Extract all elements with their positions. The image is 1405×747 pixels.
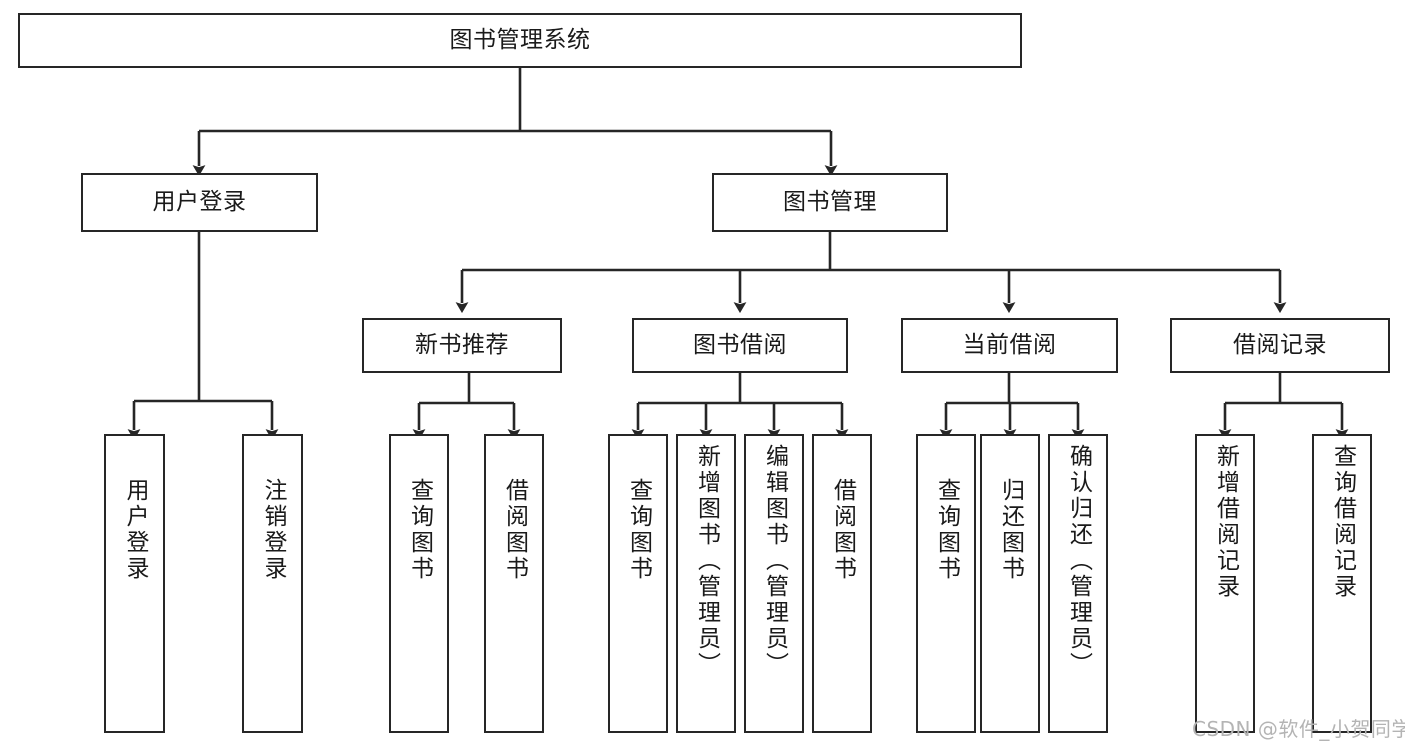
node-book-manage-label: 图书管理	[783, 188, 877, 215]
node-leaf-borrow-book-2[interactable]: 借阅图书	[812, 434, 872, 733]
node-current-borrow[interactable]: 当前借阅	[901, 318, 1118, 373]
node-leaf-query-book-3[interactable]: 查询图书	[916, 434, 976, 733]
node-leaf-borrow-book-1-label: 借阅图书	[501, 478, 528, 582]
node-leaf-borrow-book-1[interactable]: 借阅图书	[484, 434, 544, 733]
node-leaf-user-login-label: 用户登录	[122, 478, 148, 582]
node-leaf-add-record[interactable]: 新增借阅记录	[1195, 434, 1255, 733]
node-root[interactable]: 图书管理系统	[18, 13, 1022, 68]
node-new-book-rec[interactable]: 新书推荐	[362, 318, 562, 373]
node-user-login[interactable]: 用户登录	[81, 173, 318, 232]
node-leaf-return-book-label: 归还图书	[997, 478, 1024, 582]
node-root-label: 图书管理系统	[449, 26, 591, 53]
node-book-borrow-label: 图书借阅	[693, 331, 787, 358]
node-leaf-query-book-1-label: 查询图书	[406, 478, 433, 582]
node-leaf-return-book[interactable]: 归还图书	[980, 434, 1040, 733]
node-book-borrow[interactable]: 图书借阅	[632, 318, 848, 373]
node-leaf-query-book-2[interactable]: 查询图书	[608, 434, 668, 733]
node-borrow-record[interactable]: 借阅记录	[1170, 318, 1390, 373]
node-leaf-edit-book-label: 编辑图书（管理员）	[761, 444, 788, 678]
node-leaf-user-login[interactable]: 用户登录	[104, 434, 165, 733]
node-leaf-confirm-return-label: 确认归还（管理员）	[1065, 444, 1092, 678]
node-leaf-query-record[interactable]: 查询借阅记录	[1312, 434, 1372, 733]
node-leaf-add-book[interactable]: 新增图书（管理员）	[676, 434, 736, 733]
node-leaf-query-book-3-label: 查询图书	[933, 478, 960, 582]
node-leaf-query-book-2-label: 查询图书	[625, 478, 652, 582]
node-book-manage[interactable]: 图书管理	[712, 173, 948, 232]
node-borrow-record-label: 借阅记录	[1233, 331, 1327, 358]
node-leaf-logout[interactable]: 注销登录	[242, 434, 303, 733]
node-leaf-add-book-label: 新增图书（管理员）	[693, 444, 720, 678]
node-leaf-borrow-book-2-label: 借阅图书	[829, 478, 856, 582]
node-leaf-add-record-label: 新增借阅记录	[1212, 444, 1239, 600]
node-user-login-label: 用户登录	[152, 188, 247, 215]
node-new-book-rec-label: 新书推荐	[415, 331, 509, 358]
node-leaf-edit-book[interactable]: 编辑图书（管理员）	[744, 434, 804, 733]
node-leaf-logout-label: 注销登录	[260, 478, 286, 582]
node-leaf-confirm-return[interactable]: 确认归还（管理员）	[1048, 434, 1108, 733]
csdn-watermark: CSDN @软件_小贺同学	[1192, 717, 1405, 741]
node-leaf-query-book-1[interactable]: 查询图书	[389, 434, 449, 733]
node-current-borrow-label: 当前借阅	[962, 331, 1057, 358]
node-leaf-query-record-label: 查询借阅记录	[1329, 444, 1356, 600]
